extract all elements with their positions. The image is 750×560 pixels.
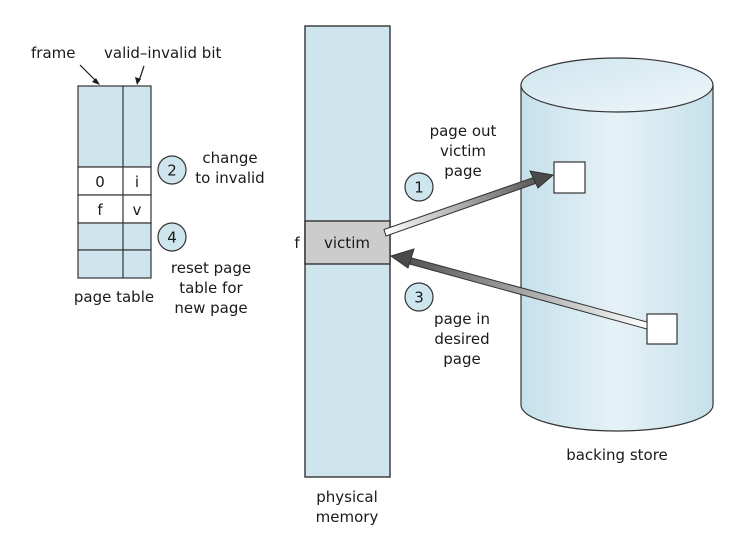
- physical-memory-caption-line-2: memory: [316, 508, 379, 526]
- step-1-number: 1: [414, 179, 424, 197]
- backing-store-caption: backing store: [566, 446, 668, 464]
- step-4-line-1: reset page: [171, 259, 251, 277]
- valid-invalid-bit-label: valid–invalid bit: [104, 44, 221, 62]
- step-2-line-1: change: [202, 149, 257, 167]
- desired-page-slot: [646, 313, 678, 345]
- step-2-number: 2: [167, 162, 177, 180]
- cylinder-body: [520, 84, 714, 432]
- page-table: frame valid–invalid bit 0 i f v page tab…: [31, 44, 221, 306]
- step-2: 2 change to invalid: [157, 149, 265, 187]
- swapped-out-page-slot: [553, 161, 586, 194]
- page-table-row-0: [77, 85, 152, 168]
- victim-label: victim: [324, 234, 370, 252]
- physical-memory-caption-line-1: physical: [316, 488, 378, 506]
- step-1-line-1: page out: [430, 122, 497, 140]
- step-3-line-3: page: [443, 350, 480, 368]
- step-4-line-3: new page: [174, 299, 247, 317]
- step-4-number: 4: [167, 229, 177, 247]
- step-1-badge: [404, 172, 434, 202]
- step-2-badge: [157, 155, 187, 185]
- backing-store: backing store: [520, 57, 714, 464]
- step-1-line-3: page: [444, 162, 481, 180]
- frame-f-marker: f: [294, 234, 300, 252]
- step-1-line-2: victim: [440, 142, 486, 160]
- row-2-bit-value: v: [133, 201, 142, 219]
- step-1: 1 page out victim page: [404, 122, 497, 202]
- page-table-row-3: [77, 222, 152, 251]
- frame-arrowhead-icon: [92, 78, 100, 85]
- step-3: 3 page in desired page: [404, 282, 490, 368]
- row-1-bit-value: i: [135, 173, 139, 191]
- victim-frame: [304, 220, 391, 265]
- step-3-line-1: page in: [434, 310, 490, 328]
- row-2-frame-value: f: [97, 201, 103, 219]
- step-3-line-2: desired: [434, 330, 489, 348]
- page-table-row-1: [77, 166, 152, 196]
- bit-pointer-line: [138, 65, 145, 82]
- step-3-badge: [404, 282, 434, 312]
- page-out-arrowhead-icon: [529, 170, 555, 189]
- page-table-row-4: [77, 249, 152, 279]
- page-table-caption: page table: [74, 288, 154, 306]
- step-4-line-2: table for: [179, 279, 243, 297]
- cylinder-top: [520, 57, 714, 113]
- row-1-frame-value: 0: [95, 173, 105, 191]
- frame-column-label: frame: [31, 44, 75, 62]
- physical-memory: victim f physical memory: [294, 25, 391, 526]
- step-4-badge: [157, 222, 187, 252]
- bit-arrowhead-icon: [135, 77, 141, 85]
- page-in-arrowhead-icon: [389, 248, 415, 269]
- page-out-arrow: [383, 170, 555, 237]
- step-3-number: 3: [414, 289, 424, 307]
- page-in-arrow: [389, 248, 648, 330]
- step-4: 4 reset page table for new page: [157, 222, 251, 317]
- step-2-line-2: to invalid: [195, 169, 264, 187]
